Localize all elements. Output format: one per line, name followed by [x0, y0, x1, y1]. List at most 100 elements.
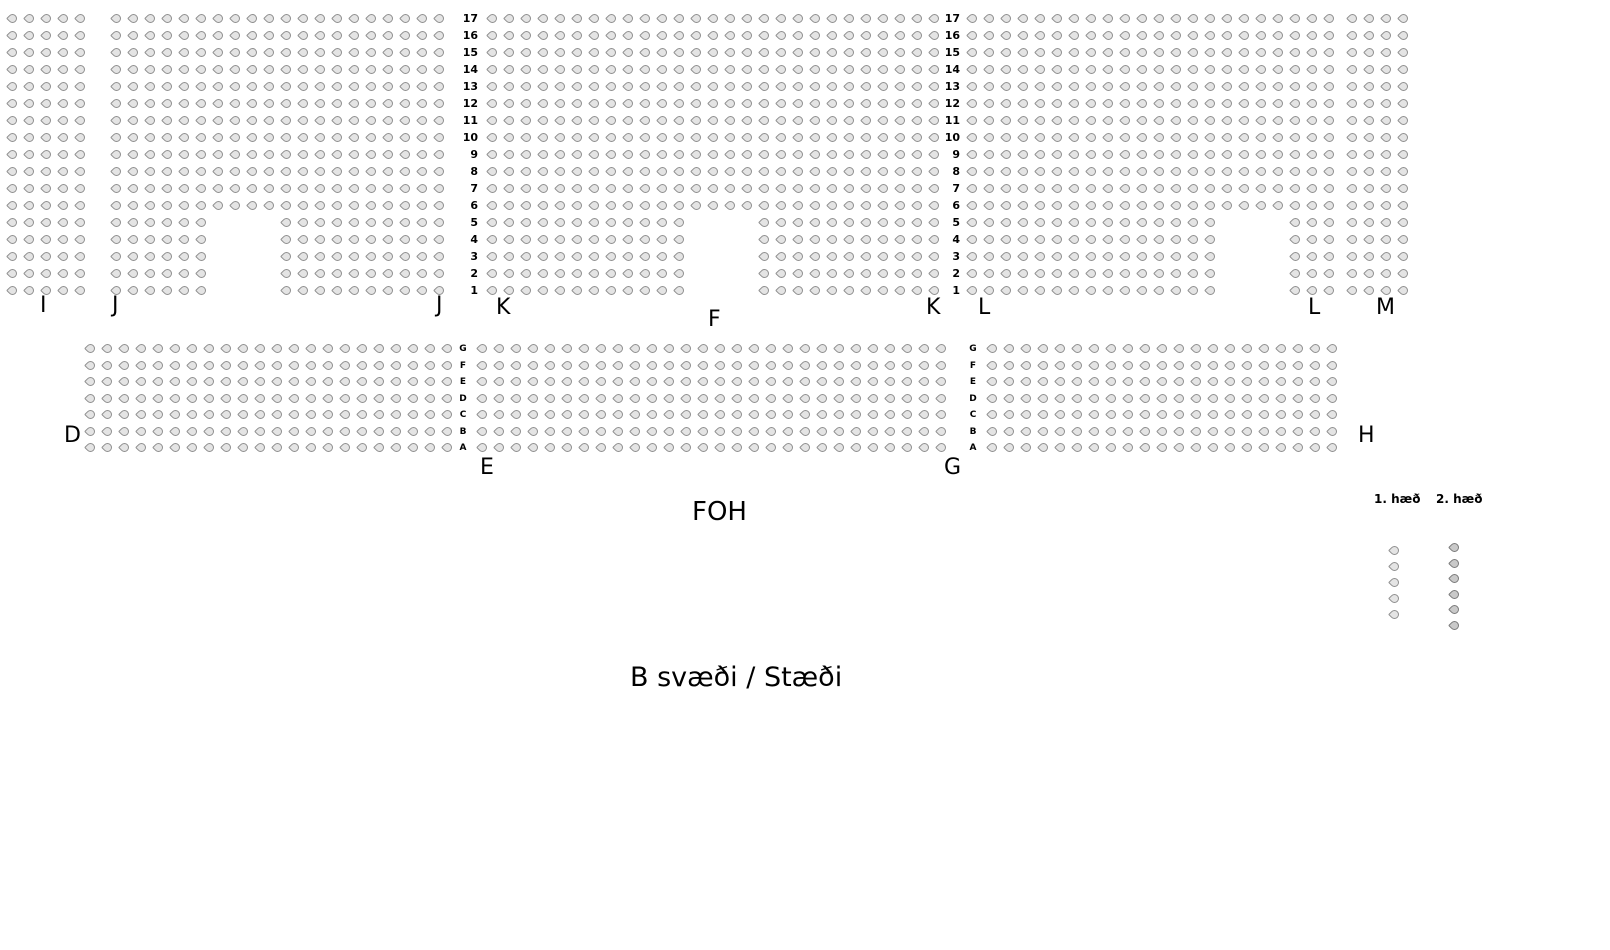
seat[interactable] — [884, 391, 897, 405]
seat[interactable] — [127, 233, 140, 246]
seat[interactable] — [161, 63, 174, 76]
seat[interactable] — [673, 199, 686, 212]
seat[interactable] — [74, 148, 87, 161]
seat[interactable] — [1068, 63, 1081, 76]
seat[interactable] — [1051, 29, 1064, 42]
seat[interactable] — [758, 165, 771, 178]
seat[interactable] — [833, 342, 846, 355]
seat[interactable] — [503, 46, 516, 59]
seat[interactable] — [416, 284, 429, 297]
seat[interactable] — [1020, 342, 1033, 355]
seat[interactable] — [503, 182, 516, 195]
seat[interactable] — [520, 131, 533, 144]
seat[interactable] — [390, 375, 403, 388]
seat[interactable] — [680, 408, 693, 421]
seat[interactable] — [246, 80, 259, 93]
seat[interactable] — [399, 148, 412, 161]
seat[interactable] — [758, 199, 771, 212]
seat[interactable] — [588, 46, 601, 59]
seat[interactable] — [135, 375, 148, 388]
seat[interactable] — [1289, 199, 1302, 212]
seat[interactable] — [894, 63, 907, 76]
seat[interactable] — [1088, 342, 1101, 355]
seat[interactable] — [911, 182, 924, 195]
seat[interactable] — [1363, 114, 1376, 127]
seat[interactable] — [110, 250, 123, 263]
seat[interactable] — [877, 29, 890, 42]
seat[interactable] — [297, 267, 310, 280]
seat[interactable] — [911, 12, 924, 25]
seat[interactable] — [1170, 131, 1183, 144]
seat[interactable] — [1071, 391, 1084, 405]
seat[interactable] — [212, 182, 225, 195]
seat[interactable] — [724, 63, 737, 76]
seat[interactable] — [680, 441, 693, 454]
seat[interactable] — [622, 46, 635, 59]
seat[interactable] — [561, 375, 574, 388]
seat[interactable] — [775, 97, 788, 110]
seat[interactable] — [101, 408, 114, 421]
seat[interactable] — [724, 29, 737, 42]
seat[interactable] — [493, 358, 506, 372]
seat[interactable] — [1000, 267, 1013, 280]
seat[interactable] — [186, 358, 199, 372]
seat[interactable] — [782, 408, 795, 421]
seat[interactable] — [1187, 182, 1200, 195]
seat[interactable] — [673, 131, 686, 144]
seat[interactable] — [1187, 165, 1200, 178]
seat[interactable] — [6, 216, 19, 229]
seat[interactable] — [1105, 358, 1118, 372]
seat[interactable] — [588, 284, 601, 297]
seat[interactable] — [983, 29, 996, 42]
seat[interactable] — [441, 391, 454, 405]
seat[interactable] — [826, 131, 839, 144]
seat[interactable] — [1068, 148, 1081, 161]
seat[interactable] — [271, 441, 284, 454]
seat[interactable] — [476, 358, 489, 372]
seat[interactable] — [663, 441, 676, 454]
seat[interactable] — [966, 114, 979, 127]
seat[interactable] — [1119, 80, 1132, 93]
seat[interactable] — [928, 148, 941, 161]
seat[interactable] — [486, 148, 499, 161]
seat[interactable] — [622, 284, 635, 297]
seat[interactable] — [399, 165, 412, 178]
seat[interactable] — [843, 148, 856, 161]
seat[interactable] — [365, 114, 378, 127]
seat[interactable] — [1258, 358, 1271, 372]
seat[interactable] — [877, 114, 890, 127]
seat[interactable] — [365, 267, 378, 280]
seat[interactable] — [983, 233, 996, 246]
seat[interactable] — [935, 408, 948, 421]
seat[interactable] — [254, 375, 267, 388]
seat[interactable] — [161, 284, 174, 297]
seat[interactable] — [894, 80, 907, 93]
seat[interactable] — [1275, 358, 1288, 372]
seat[interactable] — [758, 148, 771, 161]
seat[interactable] — [527, 441, 540, 454]
seat[interactable] — [673, 114, 686, 127]
seat[interactable] — [74, 182, 87, 195]
seat[interactable] — [714, 408, 727, 421]
seat[interactable] — [74, 267, 87, 280]
seat[interactable] — [1156, 358, 1169, 372]
seat[interactable] — [792, 250, 805, 263]
seat[interactable] — [297, 114, 310, 127]
seat[interactable] — [544, 375, 557, 388]
seat[interactable] — [1173, 342, 1186, 355]
seat[interactable] — [782, 342, 795, 355]
seat[interactable] — [935, 358, 948, 372]
seat[interactable] — [152, 358, 165, 372]
seat[interactable] — [690, 12, 703, 25]
seat[interactable] — [433, 131, 446, 144]
seat[interactable] — [1102, 80, 1115, 93]
seat[interactable] — [1085, 29, 1098, 42]
seat[interactable] — [1207, 375, 1220, 388]
seat[interactable] — [707, 97, 720, 110]
seat[interactable] — [1292, 358, 1305, 372]
seat[interactable] — [605, 182, 618, 195]
seat[interactable] — [554, 148, 567, 161]
seat[interactable] — [911, 114, 924, 127]
seat[interactable] — [983, 165, 996, 178]
seat[interactable] — [901, 391, 914, 405]
